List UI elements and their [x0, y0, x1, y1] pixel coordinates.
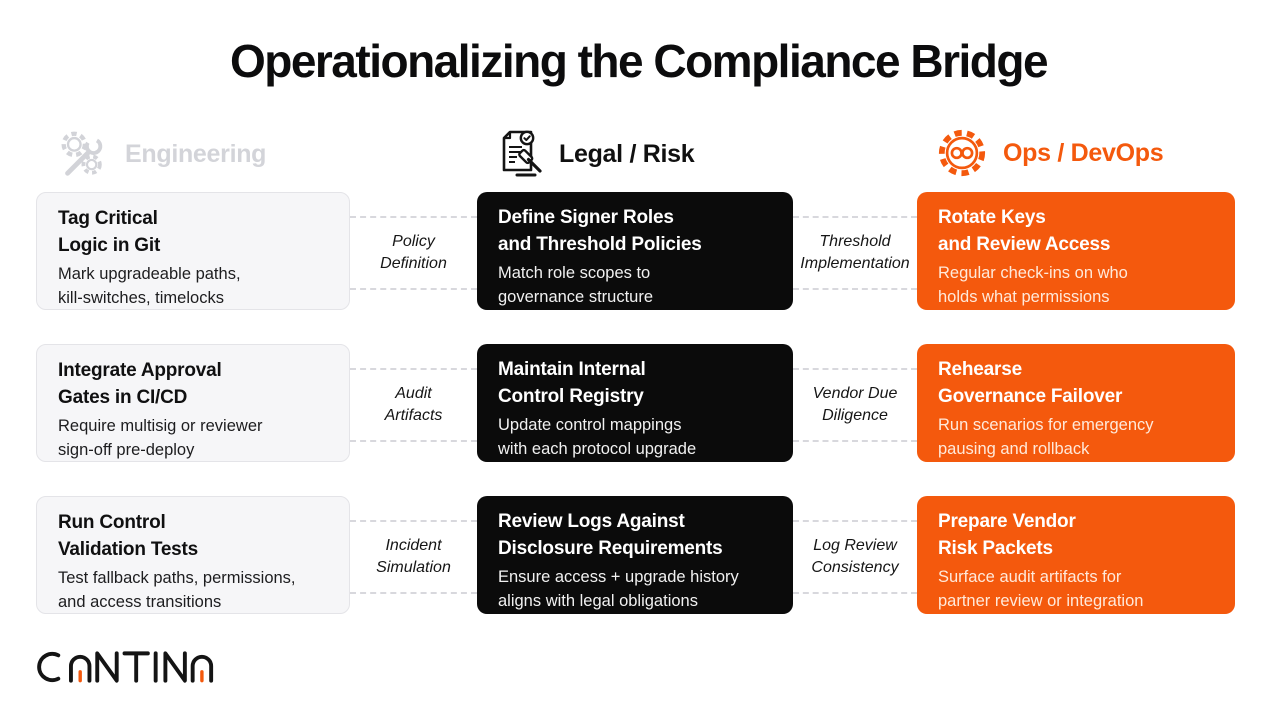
column-header-label: Legal / Risk — [559, 139, 695, 168]
column-header-engineering: Engineering — [55, 126, 266, 182]
gears-wrench-icon — [55, 126, 109, 182]
card-title: Review Logs Against Disclosure Requireme… — [498, 511, 723, 559]
column-header-label: Engineering — [125, 139, 267, 168]
cards-grid: Tag Critical Logic in Git Mark upgradeab… — [36, 192, 1235, 614]
card-body: Test fallback paths, permissions, and ac… — [58, 568, 296, 611]
card-prepare-vendor-risk-packets: Prepare Vendor Risk Packets Surface audi… — [917, 496, 1235, 614]
dashed-connector-bottom — [350, 592, 477, 594]
card-body: Require multisig or reviewer sign-off pr… — [58, 416, 263, 459]
card-body: Run scenarios for emergency pausing and … — [938, 415, 1154, 458]
dashed-connector-bottom — [350, 440, 477, 442]
column-header-legal-risk: Legal / Risk — [497, 129, 695, 179]
card-review-logs-disclosure: Review Logs Against Disclosure Requireme… — [477, 496, 793, 614]
card-title: Run Control Validation Tests — [58, 512, 199, 560]
card-body: Surface audit artifacts for partner revi… — [938, 567, 1144, 610]
bridge-label: Incident Simulation — [376, 537, 451, 576]
card-title: Maintain Internal Control Registry — [498, 359, 646, 407]
dashed-connector-bottom — [350, 288, 477, 290]
card-body: Update control mappings with each protoc… — [498, 415, 697, 458]
bridge-policy-definition: Policy Definition — [350, 192, 477, 310]
card-integrate-approval-gates: Integrate Approval Gates in CI/CD Requir… — [36, 344, 350, 462]
dashed-connector-top — [793, 368, 917, 370]
gear-infinity-icon — [937, 128, 987, 178]
bridge-label: Vendor Due Diligence — [812, 385, 898, 424]
card-title: Tag Critical Logic in Git — [58, 208, 161, 256]
card-run-control-validation: Run Control Validation Tests Test fallba… — [36, 496, 350, 614]
card-body: Mark upgradeable paths, kill-switches, t… — [58, 264, 241, 307]
bridge-vendor-due-diligence: Vendor Due Diligence — [793, 344, 917, 462]
card-body: Ensure access + upgrade history aligns w… — [498, 567, 739, 610]
bridge-label: Log Review Consistency — [811, 537, 899, 576]
bridge-log-review-consistency: Log Review Consistency — [793, 496, 917, 614]
bridge-threshold-implementation: Threshold Implementation — [793, 192, 917, 310]
dashed-connector-top — [793, 216, 917, 218]
card-define-signer-roles: Define Signer Roles and Threshold Polici… — [477, 192, 793, 310]
bridge-incident-simulation: Incident Simulation — [350, 496, 477, 614]
dashed-connector-bottom — [793, 592, 917, 594]
card-title: Integrate Approval Gates in CI/CD — [58, 360, 222, 408]
card-rehearse-governance-failover: Rehearse Governance Failover Run scenari… — [917, 344, 1235, 462]
page-title: Operationalizing the Compliance Bridge — [229, 35, 1049, 87]
card-title: Rotate Keys and Review Access — [938, 207, 1111, 255]
bridge-label: Threshold Implementation — [800, 233, 910, 272]
dashed-connector-bottom — [793, 288, 917, 290]
card-tag-critical-logic: Tag Critical Logic in Git Mark upgradeab… — [36, 192, 350, 310]
cantina-logo — [32, 646, 217, 693]
card-title: Rehearse Governance Failover — [938, 359, 1123, 407]
bridge-label: Audit Artifacts — [384, 385, 443, 424]
column-header-label: Ops / DevOps — [1003, 138, 1164, 167]
dashed-connector-top — [793, 520, 917, 522]
card-maintain-control-registry: Maintain Internal Control Registry Updat… — [477, 344, 793, 462]
column-header-ops-devops: Ops / DevOps — [937, 128, 1164, 178]
bridge-label: Policy Definition — [380, 233, 447, 272]
document-gavel-icon — [497, 129, 543, 179]
card-body: Regular check-ins on who holds what perm… — [938, 263, 1128, 306]
bridge-audit-artifacts: Audit Artifacts — [350, 344, 477, 462]
dashed-connector-bottom — [793, 440, 917, 442]
card-title: Prepare Vendor Risk Packets — [938, 511, 1076, 559]
dashed-connector-top — [350, 368, 477, 370]
card-title: Define Signer Roles and Threshold Polici… — [498, 207, 702, 255]
card-rotate-keys: Rotate Keys and Review Access Regular ch… — [917, 192, 1235, 310]
dashed-connector-top — [350, 216, 477, 218]
card-body: Match role scopes to governance structur… — [498, 263, 654, 306]
dashed-connector-top — [350, 520, 477, 522]
